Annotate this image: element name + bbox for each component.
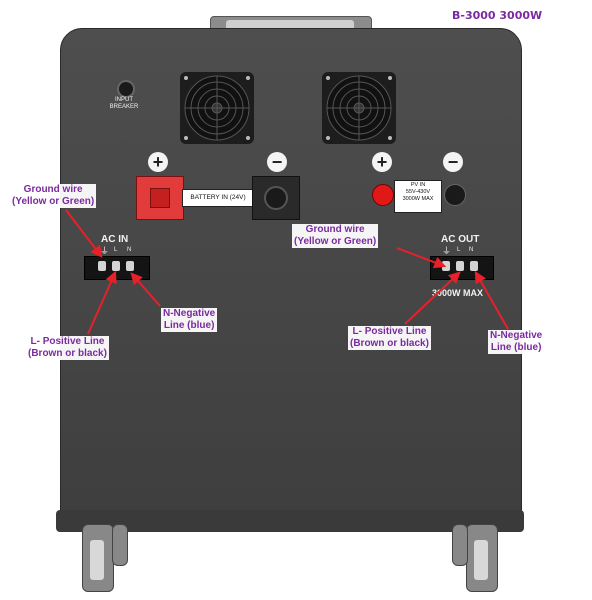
ac-out-ground-icon: ⏚: [442, 246, 452, 256]
ac-in-l-label: L: [114, 247, 118, 253]
callout-right-negative-line1: N-Negative: [490, 330, 543, 341]
ac-out-terminal-l[interactable]: [456, 261, 464, 271]
callout-right-ground: Ground wire (Yellow or Green): [292, 224, 379, 248]
input-breaker-button[interactable]: [117, 80, 135, 98]
cooling-fan-right: [322, 72, 396, 144]
wheel-right-rim: [474, 540, 488, 580]
callout-left-negative-line2: Line (blue): [163, 320, 215, 331]
battery-negative-bolt: [264, 186, 288, 210]
ac-out-terminal-n[interactable]: [470, 261, 478, 271]
ac-in-ground-icon: ⏚: [100, 246, 110, 256]
pv-in-line: PV IN: [410, 182, 426, 188]
callout-left-positive-line2: (Brown or black): [28, 348, 107, 359]
callout-right-negative: N-Negative Line (blue): [488, 330, 545, 354]
cooling-fan-left: [180, 72, 254, 144]
callout-left-ground-line1: Ground wire: [23, 184, 83, 195]
arrow-right-negative: [474, 270, 509, 330]
callout-right-positive-line1: L- Positive Line: [352, 326, 427, 337]
pv-power-line: 3000W MAX: [402, 196, 434, 202]
ac-in-terminal-ground[interactable]: [98, 261, 106, 271]
pv-positive-connector[interactable]: [372, 184, 394, 206]
arrow-left-positive: [87, 270, 117, 335]
carry-handle-grip: [226, 20, 354, 30]
arrow-left-ground: [65, 209, 103, 258]
battery-plus-icon: +: [148, 152, 168, 172]
arrow-right-positive: [404, 271, 461, 325]
callout-left-negative-line1: N-Negative: [163, 308, 216, 319]
wheel-left-rim: [90, 540, 104, 580]
callout-left-positive-line1: L- Positive Line: [30, 336, 105, 347]
callout-left-positive: L- Positive Line (Brown or black): [26, 336, 109, 360]
ac-in-n-label: N: [127, 247, 132, 253]
model-title: B-3000 3000W: [452, 9, 543, 22]
callout-right-positive-line2: (Brown or black): [350, 338, 429, 349]
ac-in-label: AC IN: [101, 234, 129, 245]
callout-right-negative-line2: Line (blue): [490, 342, 542, 353]
callout-right-positive: L- Positive Line (Brown or black): [348, 326, 431, 350]
ac-out-n-label: N: [469, 247, 474, 253]
callout-left-ground-line2: (Yellow or Green): [12, 196, 95, 207]
input-breaker-label: INPUT BREAKER: [109, 97, 139, 110]
ac-in-terminal-l[interactable]: [112, 261, 120, 271]
pv-minus-icon: −: [443, 152, 463, 172]
ac-out-l-label: L: [457, 247, 461, 253]
battery-minus-icon: −: [267, 152, 287, 172]
cabinet-base: [56, 510, 524, 532]
battery-positive-bolt: [150, 188, 170, 208]
pv-in-label: PV IN 55V-430V 3000W MAX: [394, 180, 442, 213]
callout-right-ground-line2: (Yellow or Green): [294, 236, 377, 247]
ac-out-rating: 3000W MAX: [432, 288, 484, 298]
callout-left-ground: Ground wire (Yellow or Green): [10, 184, 97, 208]
wheel-right-back: [452, 524, 468, 566]
ac-out-label: AC OUT: [441, 234, 480, 245]
callout-left-negative: N-Negative Line (blue): [161, 308, 218, 332]
callout-right-ground-line1: Ground wire: [305, 224, 365, 235]
arrow-left-negative: [130, 272, 161, 307]
wheel-left-back: [112, 524, 128, 566]
pv-voltage-line: 55V-430V: [405, 189, 431, 195]
arrow-right-ground: [396, 247, 447, 269]
pv-plus-icon: +: [372, 152, 392, 172]
pv-negative-connector[interactable]: [444, 184, 466, 206]
ac-in-terminal-n[interactable]: [126, 261, 134, 271]
